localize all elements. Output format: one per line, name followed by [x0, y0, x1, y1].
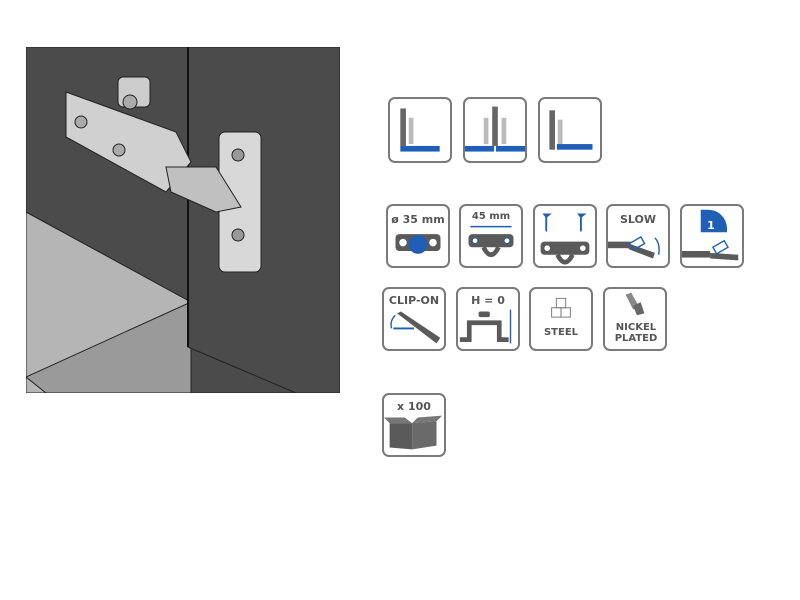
inset-icon [538, 97, 602, 163]
nickel-plated-icon: NICKEL PLATED [603, 287, 667, 351]
screw-distance-label: 45 mm [471, 211, 511, 222]
clip-on-icon: CLIP-ON [382, 287, 446, 351]
cup-diameter-label: ø 35 mm [391, 213, 445, 226]
cup-diameter-icon: ø 35 mm [386, 204, 450, 268]
full-overlay-icon [388, 97, 452, 163]
nickel-plated-label: NICKEL PLATED [614, 322, 658, 344]
box-quantity-icon: x 100 [382, 393, 446, 457]
one-way-label: 1 [707, 219, 715, 232]
steel-icon: STEEL [529, 287, 593, 351]
clip-on-label: CLIP-ON [388, 294, 440, 307]
half-overlay-icon [463, 97, 527, 163]
steel-label: STEEL [543, 327, 579, 338]
hinge-illustration [26, 47, 340, 393]
screw-fixing-icon [533, 204, 597, 268]
screw-distance-icon: 45 mm [459, 204, 523, 268]
box-quantity-label: x 100 [397, 400, 431, 413]
soft-close-label: SLOW [619, 213, 657, 226]
one-way-icon: 1 [680, 204, 744, 268]
height-zero-icon: H = 0 [456, 287, 520, 351]
soft-close-icon: SLOW [606, 204, 670, 268]
height-zero-label: H = 0 [471, 294, 505, 307]
